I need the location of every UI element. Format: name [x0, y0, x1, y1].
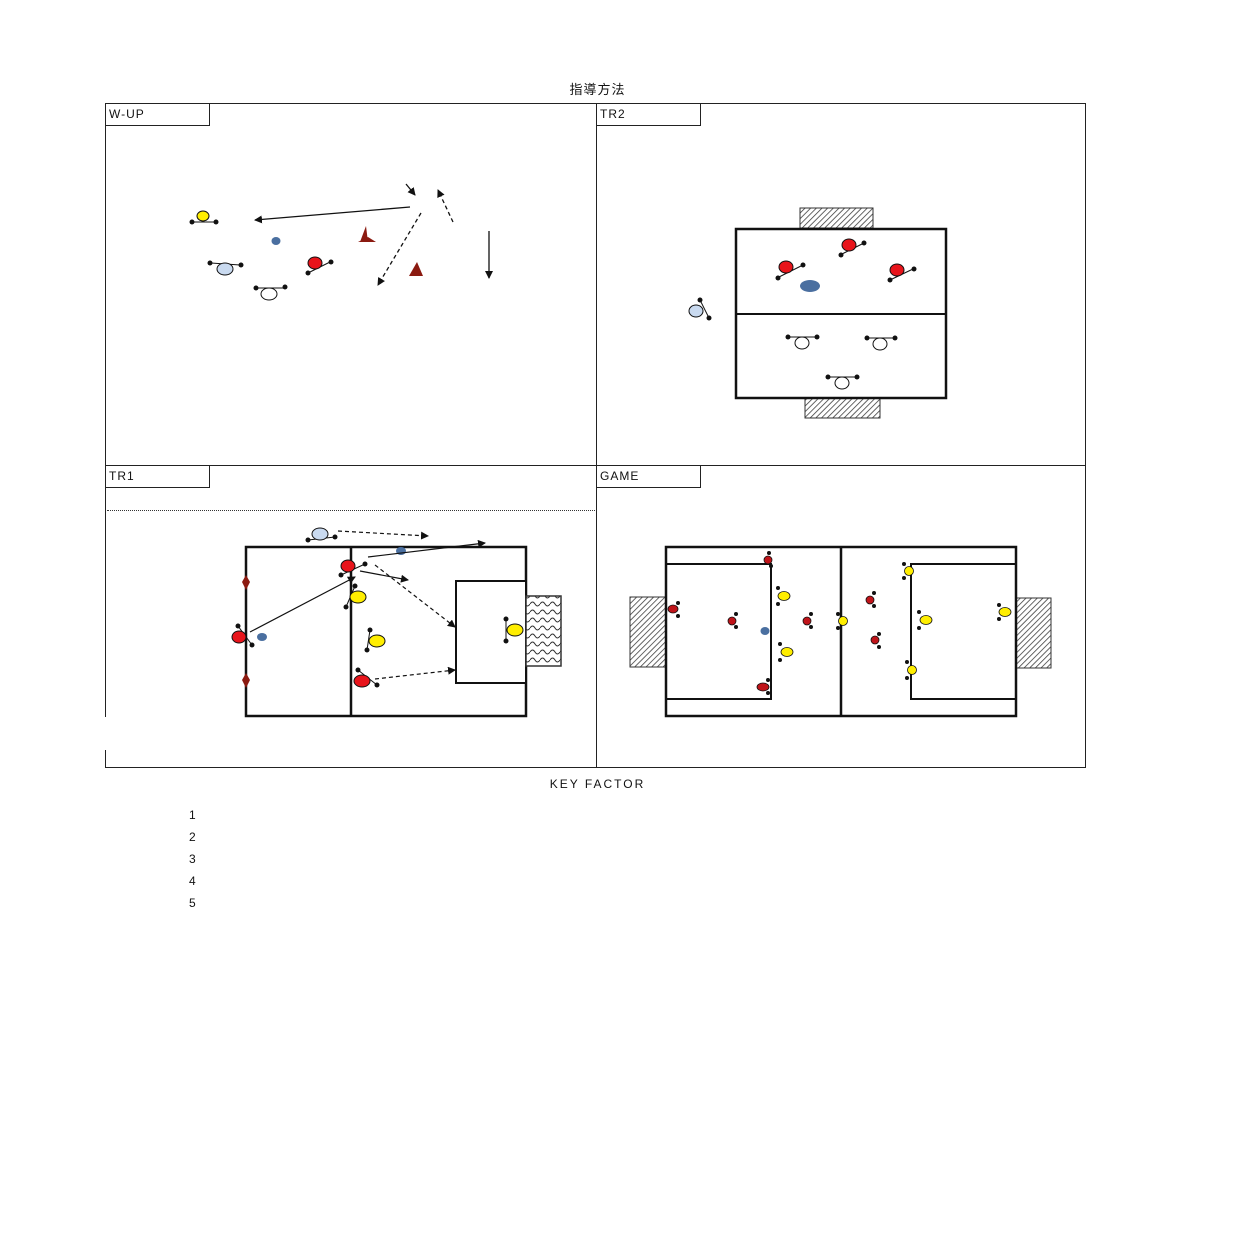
player-red [775, 260, 806, 281]
player-red [887, 263, 917, 283]
red-team [667, 555, 880, 692]
key-factor-item: 4 [189, 874, 196, 888]
red-team-feet [676, 551, 881, 695]
ball [760, 627, 770, 635]
player-white [864, 335, 898, 351]
tr1-diagram [231, 527, 562, 718]
ball [257, 633, 267, 641]
player-white [825, 374, 860, 390]
player-red [838, 238, 867, 258]
player-light-blue [305, 527, 338, 543]
panel-label-tr1: TR1 [105, 465, 210, 488]
key-factor-heading: KEY FACTOR [549, 777, 646, 791]
cone [242, 673, 250, 688]
game-diagram [629, 545, 1052, 718]
player-red [338, 559, 368, 578]
player-yellow [364, 627, 386, 653]
yellow-team [777, 566, 1012, 675]
cone [409, 262, 423, 276]
key-factor-item: 2 [189, 830, 196, 844]
player-light-blue [207, 260, 244, 276]
ball [800, 280, 820, 292]
tr2-diagram [688, 207, 948, 419]
cone [242, 575, 250, 590]
w-up-diagram [189, 183, 493, 301]
player-red [305, 256, 334, 276]
cone [358, 226, 376, 242]
goal-top [799, 207, 874, 229]
player-white [785, 334, 820, 350]
panel-label-tr2: TR2 [596, 103, 701, 126]
goal-right [1014, 597, 1052, 669]
player-white [253, 284, 288, 301]
player-yellow-goalkeeper [503, 616, 524, 644]
key-factor-list: 1 2 3 4 5 [189, 804, 196, 914]
goal-bottom [804, 397, 881, 419]
player-light-blue [688, 297, 712, 321]
panel-label-w-up: W-UP [105, 103, 210, 126]
goal-left [629, 596, 667, 668]
key-factor-item: 3 [189, 852, 196, 866]
player-red [353, 667, 380, 688]
page-title: 指導方法 [569, 83, 626, 98]
grid-divider-horizontal [105, 465, 1086, 466]
yellow-team-feet [776, 562, 1001, 680]
drill-grid [105, 103, 1086, 768]
tr1-dotted-line [107, 510, 595, 511]
player-yellow [189, 210, 219, 225]
goal-net [525, 595, 562, 667]
player-red [231, 623, 255, 648]
key-factor-item: 5 [189, 896, 196, 910]
player-yellow [343, 583, 367, 610]
grid-divider-vertical [596, 103, 597, 768]
key-factor-item: 1 [189, 808, 196, 822]
panel-label-game: GAME [596, 465, 701, 488]
grid-border-gap [104, 717, 107, 750]
ball [271, 237, 281, 245]
